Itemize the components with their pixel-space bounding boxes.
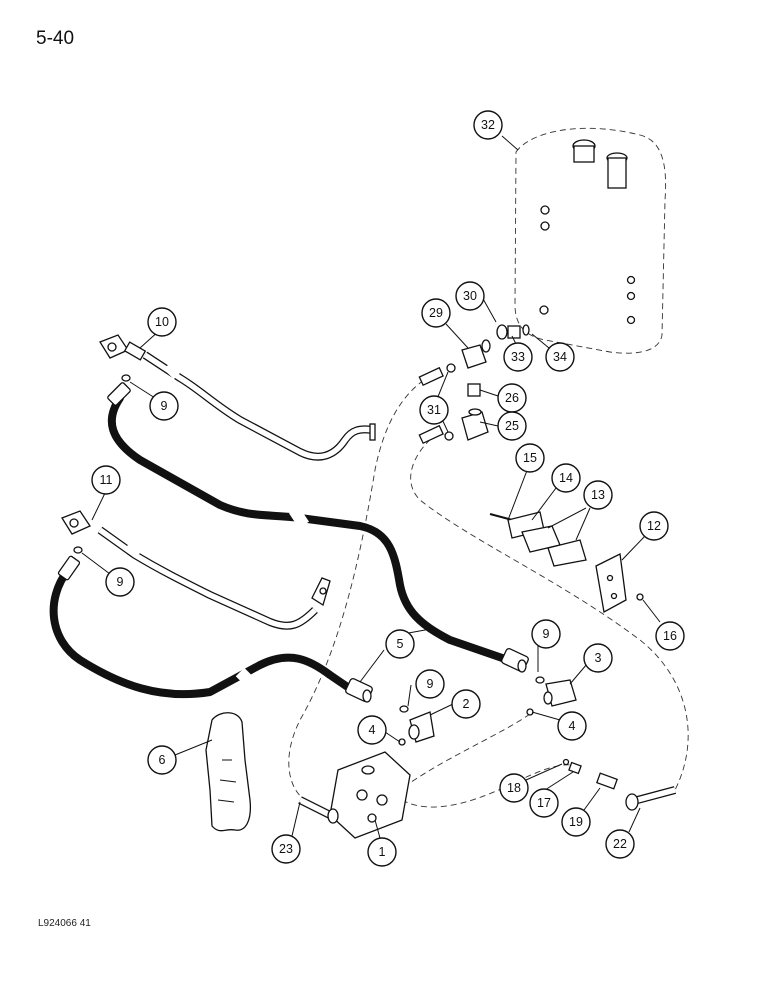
callout-4-left: 4 (357, 715, 387, 745)
svg-text:9: 9 (117, 575, 124, 589)
o-rings (73, 374, 545, 713)
tee-fittings (418, 324, 530, 445)
svg-text:9: 9 (427, 677, 434, 691)
callout-3: 3 (583, 643, 613, 673)
svg-text:3: 3 (595, 651, 602, 665)
svg-text:13: 13 (591, 488, 605, 502)
callout-17: 17 (529, 788, 559, 818)
svg-text:4: 4 (369, 723, 376, 737)
svg-text:5: 5 (397, 637, 404, 651)
callout-18: 18 (499, 773, 529, 803)
callout-16: 16 (655, 621, 685, 651)
hose-clamps (489, 511, 587, 567)
callout-34: 34 (545, 342, 575, 372)
callout-1: 1 (367, 837, 397, 867)
lower-dark-hose (49, 555, 373, 703)
callout-9-left: 9 (105, 567, 135, 597)
elbow-fittings (398, 679, 577, 746)
lower-rigid-tube (61, 510, 331, 630)
svg-text:18: 18 (507, 781, 521, 795)
svg-text:9: 9 (161, 399, 168, 413)
callout-15: 15 (515, 443, 545, 473)
lower-right-fittings (298, 758, 677, 824)
callout-9-center: 9 (531, 619, 561, 649)
figure-code: L924066 41 (38, 918, 91, 929)
svg-text:22: 22 (613, 837, 627, 851)
hydraulic-reservoir (514, 127, 667, 354)
protective-sleeve (205, 712, 252, 832)
callout-30: 30 (455, 281, 485, 311)
callout-11: 11 (91, 465, 121, 495)
callout-10: 10 (147, 307, 177, 337)
callout-32: 32 (473, 110, 503, 140)
svg-text:19: 19 (569, 815, 583, 829)
svg-text:33: 33 (511, 350, 525, 364)
upper-rigid-tube (99, 334, 376, 461)
svg-text:17: 17 (537, 796, 551, 810)
upper-dark-hose (107, 382, 529, 673)
callout-9-lower: 9 (415, 669, 445, 699)
callout-19: 19 (561, 807, 591, 837)
svg-text:14: 14 (559, 471, 573, 485)
svg-text:25: 25 (505, 419, 519, 433)
mounting-bracket (595, 553, 644, 614)
callout-14: 14 (551, 463, 581, 493)
callout-22: 22 (605, 829, 635, 859)
callout-9-upper: 9 (149, 391, 179, 421)
svg-text:26: 26 (505, 391, 519, 405)
svg-text:15: 15 (523, 451, 537, 465)
svg-text:10: 10 (155, 315, 169, 329)
svg-text:1: 1 (379, 845, 386, 859)
callout-25: 25 (497, 411, 527, 441)
svg-text:34: 34 (553, 350, 567, 364)
callout-12: 12 (639, 511, 669, 541)
leader-lines (81, 135, 661, 839)
callout-4-right: 4 (557, 711, 587, 741)
svg-text:32: 32 (481, 118, 495, 132)
page-number: 5-40 (36, 28, 75, 49)
callout-29: 29 (421, 298, 451, 328)
control-valve (329, 751, 411, 839)
callout-33: 33 (503, 342, 533, 372)
svg-text:6: 6 (159, 753, 166, 767)
svg-text:12: 12 (647, 519, 661, 533)
svg-text:30: 30 (463, 289, 477, 303)
svg-text:23: 23 (279, 842, 293, 856)
callout-6: 6 (147, 745, 177, 775)
svg-text:9: 9 (543, 627, 550, 641)
callout-26: 26 (497, 383, 527, 413)
svg-text:4: 4 (569, 719, 576, 733)
callout-13: 13 (583, 480, 613, 510)
callout-31: 31 (419, 395, 449, 425)
callout-23: 23 (271, 834, 301, 864)
svg-text:11: 11 (100, 473, 113, 487)
svg-text:16: 16 (663, 629, 677, 643)
callout-5: 5 (385, 629, 415, 659)
svg-text:29: 29 (429, 306, 443, 320)
svg-text:31: 31 (427, 403, 441, 417)
svg-text:2: 2 (463, 697, 470, 711)
callout-2: 2 (451, 689, 481, 719)
